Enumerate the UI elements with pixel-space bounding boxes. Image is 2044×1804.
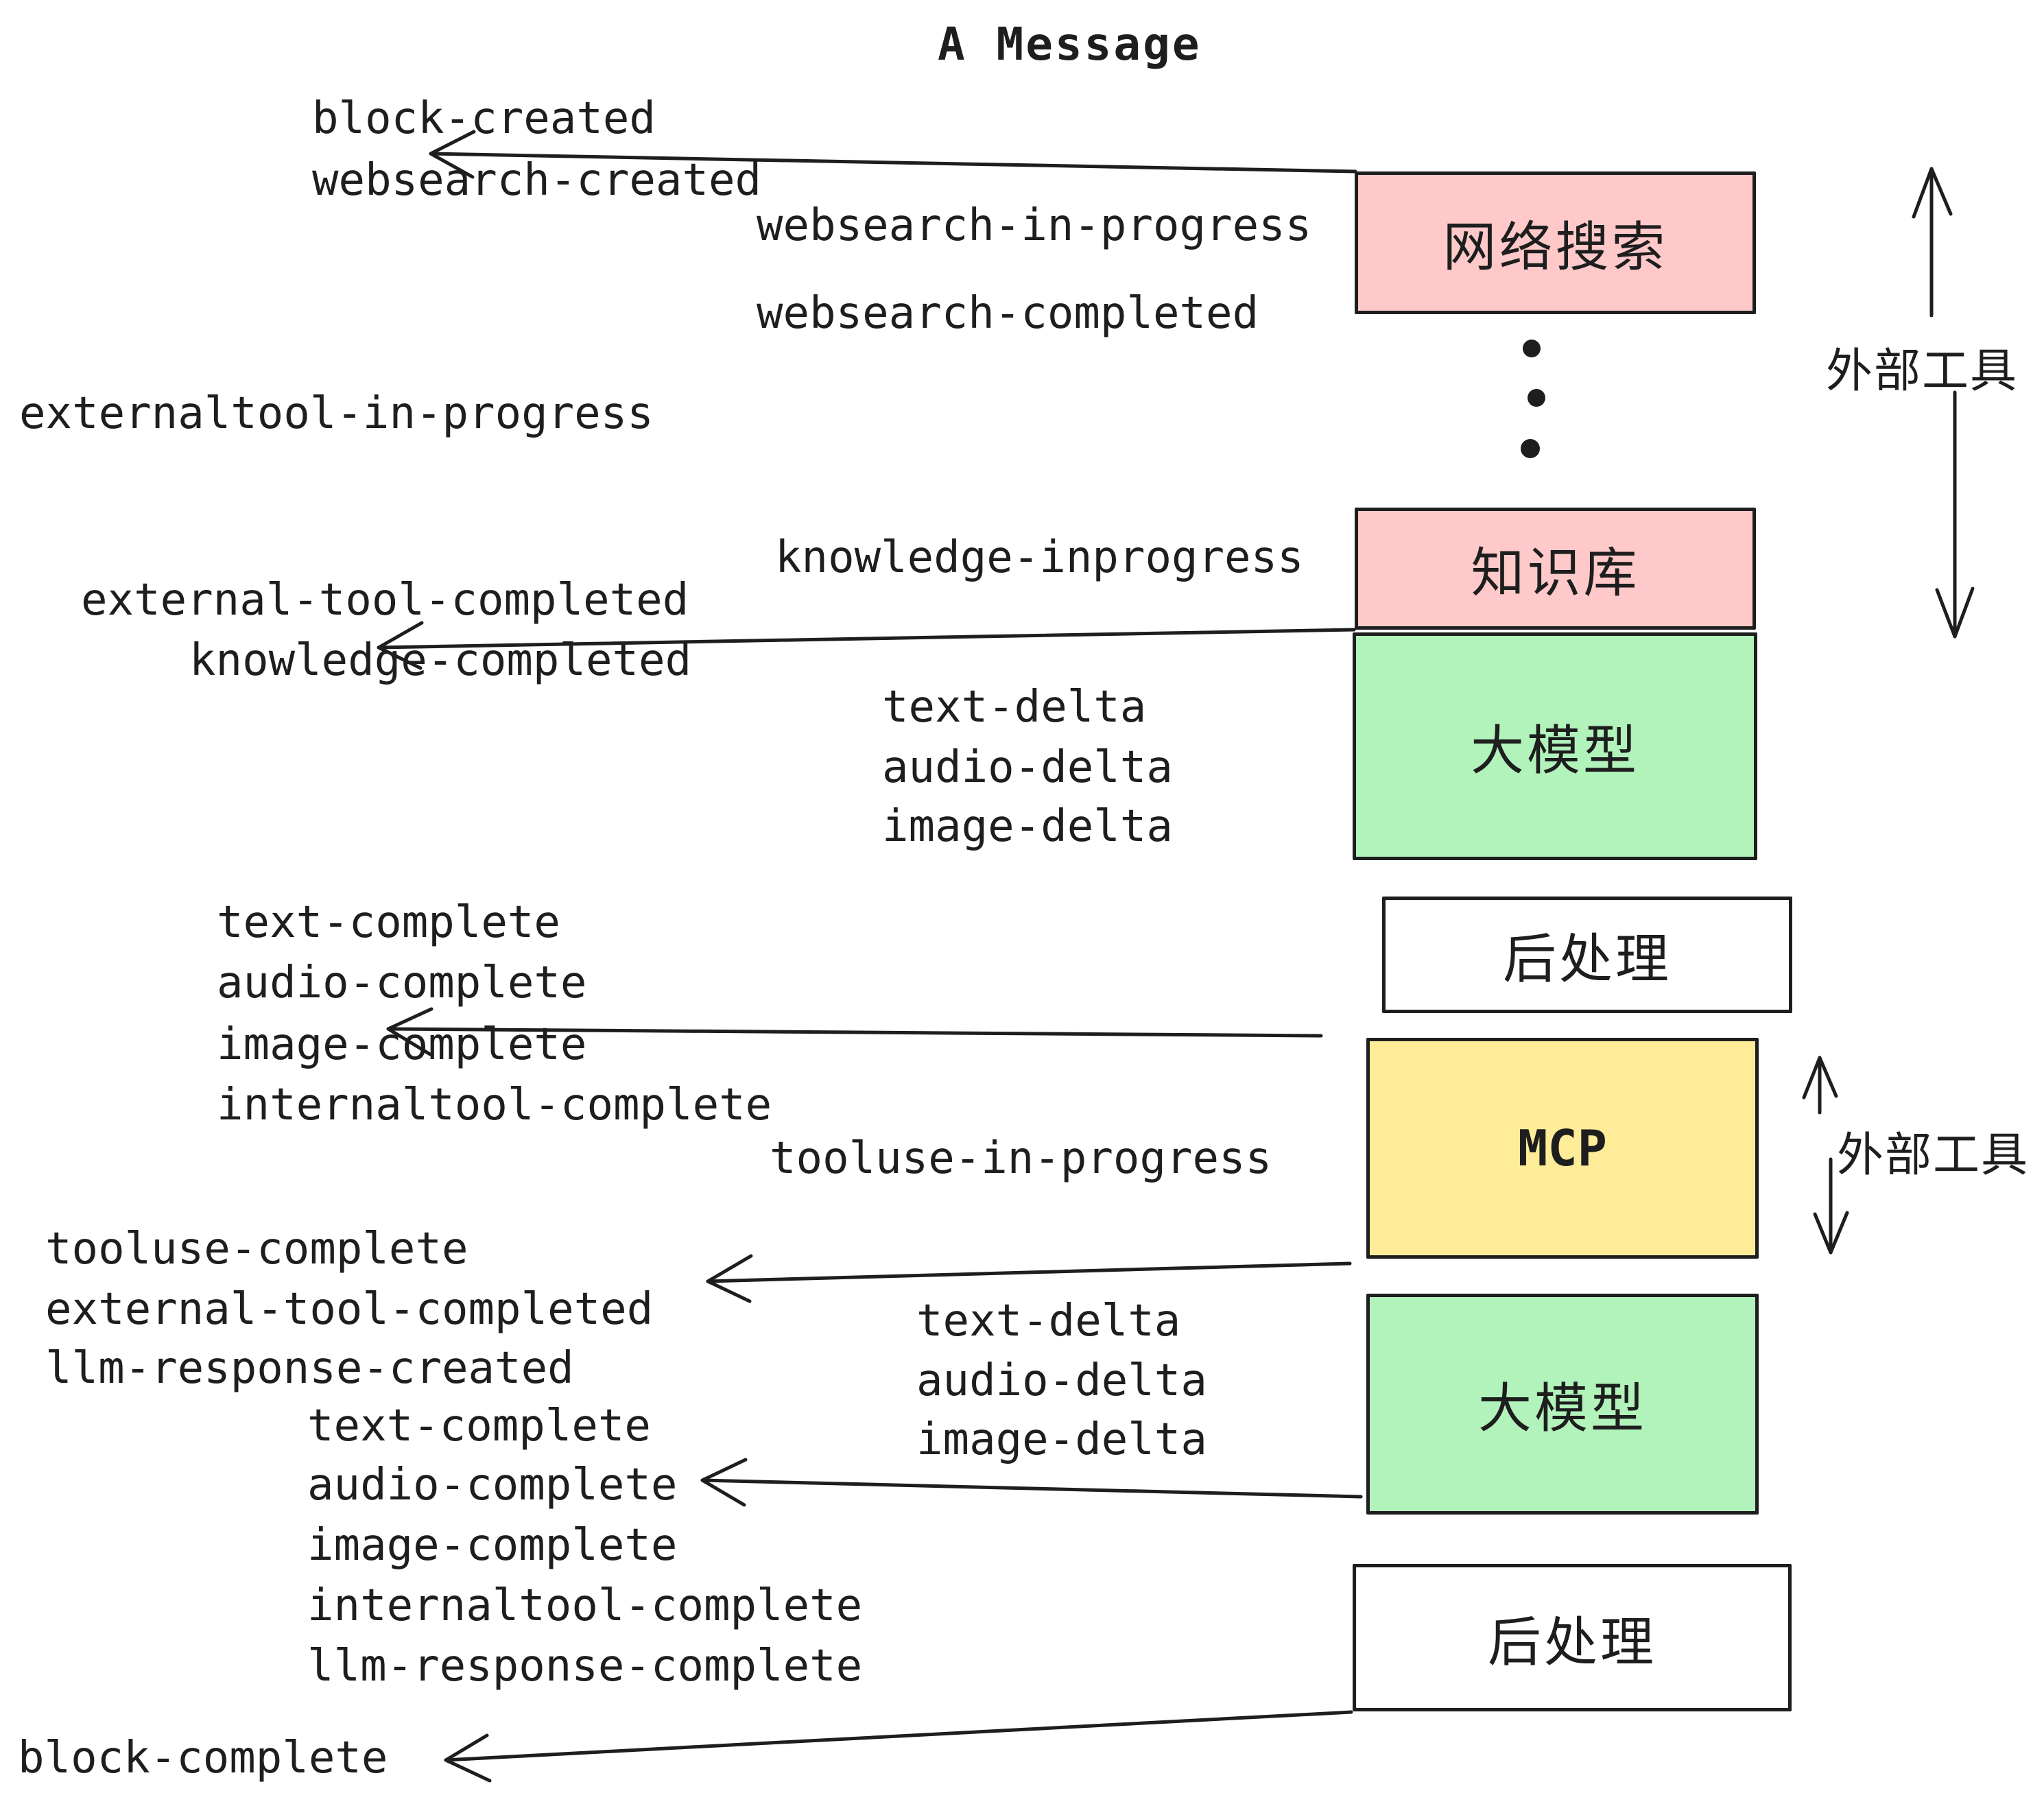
event-llm-response-created: llm-response-created <box>45 1343 574 1394</box>
event-websearch-in-progress: websearch-in-progress <box>757 200 1312 251</box>
arrow-external-tool-completed <box>706 1254 1352 1303</box>
event-image-delta: image-delta <box>882 801 1173 852</box>
external-tools-label-top: 外部工具 <box>1826 344 2019 399</box>
mcp-box: MCP <box>1366 1038 1759 1259</box>
postprocess-box-1-label: 后处理 <box>1502 929 1672 990</box>
diagram-title: A Message <box>938 18 1202 71</box>
event-text-complete-2: text-complete <box>307 1401 651 1451</box>
event-tooluse-complete: tooluse-complete <box>45 1224 468 1274</box>
event-text-complete: text-complete <box>217 897 560 948</box>
event-websearch-created: websearch-created <box>312 155 762 206</box>
event-knowledge-inprogress: knowledge-inprogress <box>775 532 1304 583</box>
event-tooluse-in-progress: tooluse-in-progress <box>770 1133 1272 1184</box>
postprocess-box-2-label: 后处理 <box>1487 1611 1656 1674</box>
event-block-complete: block-complete <box>18 1733 388 1783</box>
llm-box-2-label: 大模型 <box>1477 1378 1647 1440</box>
arrow-knowledge-completed <box>377 621 1356 670</box>
knowledge-box-label: 知识库 <box>1471 543 1640 604</box>
postprocess-box-1: 后处理 <box>1382 897 1792 1013</box>
llm-box-1: 大模型 <box>1353 632 1757 860</box>
arrow-audio-complete <box>700 1458 1363 1507</box>
vertical-ellipsis-icon <box>1521 340 1545 458</box>
arrow-block-complete <box>444 1710 1353 1783</box>
event-llm-response-complete: llm-response-complete <box>307 1641 863 1692</box>
websearch-box: 网络搜索 <box>1355 171 1756 314</box>
knowledge-box: 知识库 <box>1355 508 1756 630</box>
event-internaltool-complete-2: internaltool-complete <box>307 1580 863 1631</box>
event-external-tool-completed: external-tool-completed <box>81 575 689 626</box>
event-block-created: block-created <box>312 93 656 144</box>
llm-box-2: 大模型 <box>1366 1294 1759 1515</box>
external-tools-span-arrow-top <box>1912 167 1975 639</box>
event-text-delta-2: text-delta <box>916 1296 1181 1346</box>
event-external-tool-completed-2: external-tool-completed <box>45 1284 654 1335</box>
event-image-delta-2: image-delta <box>916 1414 1207 1465</box>
external-tools-span-arrow-bottom <box>1802 1056 1849 1255</box>
event-text-delta: text-delta <box>882 682 1147 733</box>
event-audio-delta-2: audio-delta <box>916 1355 1207 1406</box>
external-tools-label-bottom: 外部工具 <box>1837 1128 2030 1183</box>
event-internaltool-complete: internaltool-complete <box>217 1080 772 1130</box>
postprocess-box-2: 后处理 <box>1353 1564 1792 1711</box>
event-websearch-completed: websearch-completed <box>757 288 1259 339</box>
event-image-complete-2: image-complete <box>307 1520 678 1571</box>
websearch-box-label: 网络搜索 <box>1442 217 1668 278</box>
mcp-box-label: MCP <box>1517 1119 1608 1177</box>
arrow-websearch-created <box>429 130 1357 179</box>
event-audio-delta: audio-delta <box>882 742 1173 793</box>
arrow-image-complete <box>386 1007 1323 1056</box>
llm-box-1-label: 大模型 <box>1470 720 1639 782</box>
event-externaltool-in-progress: externaltool-in-progress <box>19 388 654 439</box>
event-audio-complete: audio-complete <box>217 958 587 1008</box>
event-audio-complete-2: audio-complete <box>307 1460 678 1510</box>
